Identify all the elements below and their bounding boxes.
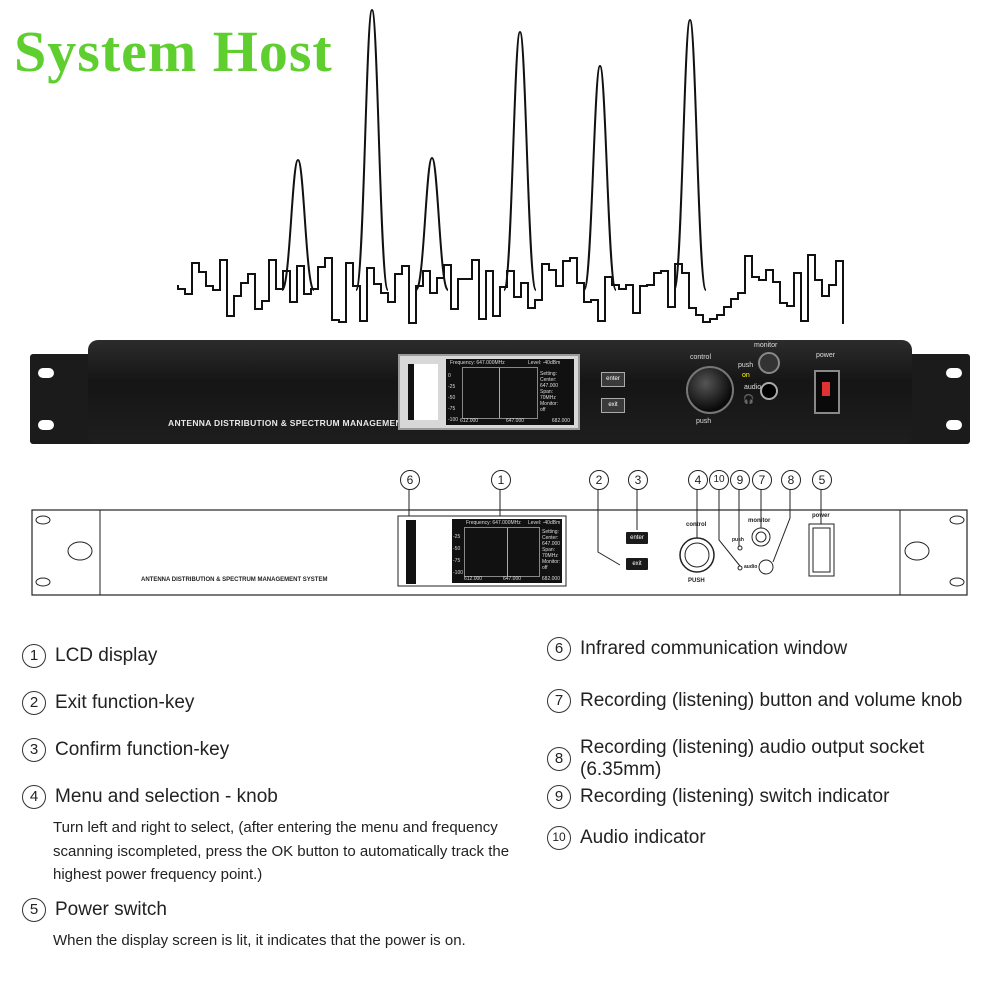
headphone-jack[interactable] [760, 382, 778, 400]
mounting-hole-right [904, 541, 930, 561]
legend-label: Infrared communication window [580, 638, 848, 659]
mounting-hole [38, 420, 54, 430]
infrared-window [408, 364, 438, 420]
callout-5: 5 [812, 470, 832, 490]
legend-item-3: 3 Confirm function-key [22, 738, 229, 762]
ir-window-drawing [406, 520, 416, 584]
exit-button-drawing: exit [626, 558, 648, 570]
legend-number: 1 [22, 644, 46, 668]
jack-drawing [758, 559, 774, 575]
callout-3: 3 [628, 470, 648, 490]
legend-item-7: 7 Recording (listening) button and volum… [547, 689, 962, 713]
callout-9: 9 [730, 470, 750, 490]
power-led [822, 382, 830, 396]
monitor-knob-drawing [751, 527, 771, 547]
push-label: push [696, 418, 712, 425]
legend-label: Recording (listening) audio output socke… [580, 737, 925, 780]
legend-label: Recording (listening) button and volume … [580, 690, 963, 711]
push-indicator-drawing [737, 545, 743, 551]
indicator-push-drawing: push [732, 537, 744, 543]
lcd-screen: Frequency: 647.000MHz Level: -40dBm 0-25… [446, 359, 574, 425]
mounting-hole-left [67, 541, 93, 561]
control-label: control [690, 354, 712, 361]
legend-label: Confirm function-key [55, 739, 230, 760]
spectrum-waveform-illustration [177, 8, 844, 324]
monitor-knob[interactable] [758, 352, 780, 374]
indicator-audio-label: audio [744, 384, 762, 391]
legend-number: 2 [22, 691, 46, 715]
mounting-hole [946, 420, 962, 430]
lcd-window: Frequency: 647.000MHz Level: -40dBm 0-25… [398, 354, 580, 430]
indicator-on-label: on [742, 372, 750, 379]
legend-label: Exit function-key [55, 692, 195, 713]
exit-button[interactable]: exit [601, 398, 625, 413]
legend-number: 7 [547, 689, 571, 713]
lcd-level: Level: -40dBm [528, 360, 561, 366]
power-switch[interactable] [814, 370, 840, 414]
control-knob[interactable] [686, 366, 734, 414]
legend-number: 4 [22, 785, 46, 809]
legend-label: Audio indicator [580, 827, 706, 848]
mounting-hole [38, 368, 54, 378]
page-title: System Host [14, 19, 333, 84]
legend-item-4: 4 Menu and selection - knob [22, 785, 278, 809]
lcd-y-ticks: 0-25-50-75-100 [448, 373, 459, 423]
callout-2: 2 [589, 470, 609, 490]
control-label-drawing: control [686, 522, 707, 528]
power-label-drawing: power [812, 513, 830, 519]
mounting-hole [946, 368, 962, 378]
legend-description-5: When the display screen is lit, it indic… [53, 932, 466, 949]
callout-1: 1 [491, 470, 511, 490]
power-switch-drawing [808, 523, 835, 577]
legend-number: 6 [547, 637, 571, 661]
legend-item-9: 9 Recording (listening) switch indicator [547, 785, 889, 809]
power-label: power [816, 352, 836, 359]
legend-number: 3 [22, 738, 46, 762]
push-label-drawing: PUSH [688, 578, 705, 584]
lcd-plot-area [462, 367, 538, 419]
monitor-label: monitor [754, 342, 778, 349]
callout-7: 7 [752, 470, 772, 490]
front-panel: ANTENNA DISTRIBUTION & SPECTRUM MANAGEME… [88, 340, 912, 444]
legend-label: Recording (listening) switch indicator [580, 786, 890, 807]
legend-item-1: 1 LCD display [22, 644, 157, 668]
lcd-screen-drawing: Frequency: 647.000MHz Level: -40dBm -25-… [452, 519, 562, 583]
callout-10: 10 [709, 470, 729, 490]
legend-number: 9 [547, 785, 571, 809]
indicator-audio-drawing: audio [744, 564, 758, 570]
legend-number: 8 [547, 747, 571, 771]
indicator-push-label: push [738, 362, 754, 369]
legend-item-5: 5 Power switch [22, 898, 167, 922]
legend-label: Menu and selection - knob [55, 786, 278, 807]
legend-label: Power switch [55, 899, 167, 920]
legend-item-8: 8 Recording (listening) audio output soc… [547, 737, 1000, 781]
enter-button[interactable]: enter [601, 372, 625, 387]
monitor-label-drawing: monitor [748, 518, 771, 524]
headphone-icon: 🎧 [743, 394, 755, 404]
audio-indicator-drawing [737, 565, 743, 571]
enter-button-drawing: enter [626, 532, 648, 544]
callout-8: 8 [781, 470, 801, 490]
lcd-frequency: Frequency: 647.000MHz [450, 360, 505, 366]
legend-number: 10 [547, 826, 571, 850]
callout-6: 6 [400, 470, 420, 490]
signal-peaks-trace [281, 8, 707, 291]
legend-number: 5 [22, 898, 46, 922]
legend-label: LCD display [55, 645, 158, 666]
panel-label-drawing: ANTENNA DISTRIBUTION & SPECTRUM MANAGEME… [141, 577, 328, 583]
legend-item-6: 6 Infrared communication window [547, 637, 847, 661]
legend-description-4: Turn left and right to select, (after en… [53, 819, 510, 883]
noise-trace [177, 254, 844, 324]
panel-label: ANTENNA DISTRIBUTION & SPECTRUM MANAGEME… [168, 418, 447, 428]
control-knob-drawing [679, 537, 715, 573]
legend-item-10: 10 Audio indicator [547, 826, 706, 850]
device-photo: ANTENNA DISTRIBUTION & SPECTRUM MANAGEME… [30, 340, 970, 454]
callout-4: 4 [688, 470, 708, 490]
legend-item-2: 2 Exit function-key [22, 691, 194, 715]
